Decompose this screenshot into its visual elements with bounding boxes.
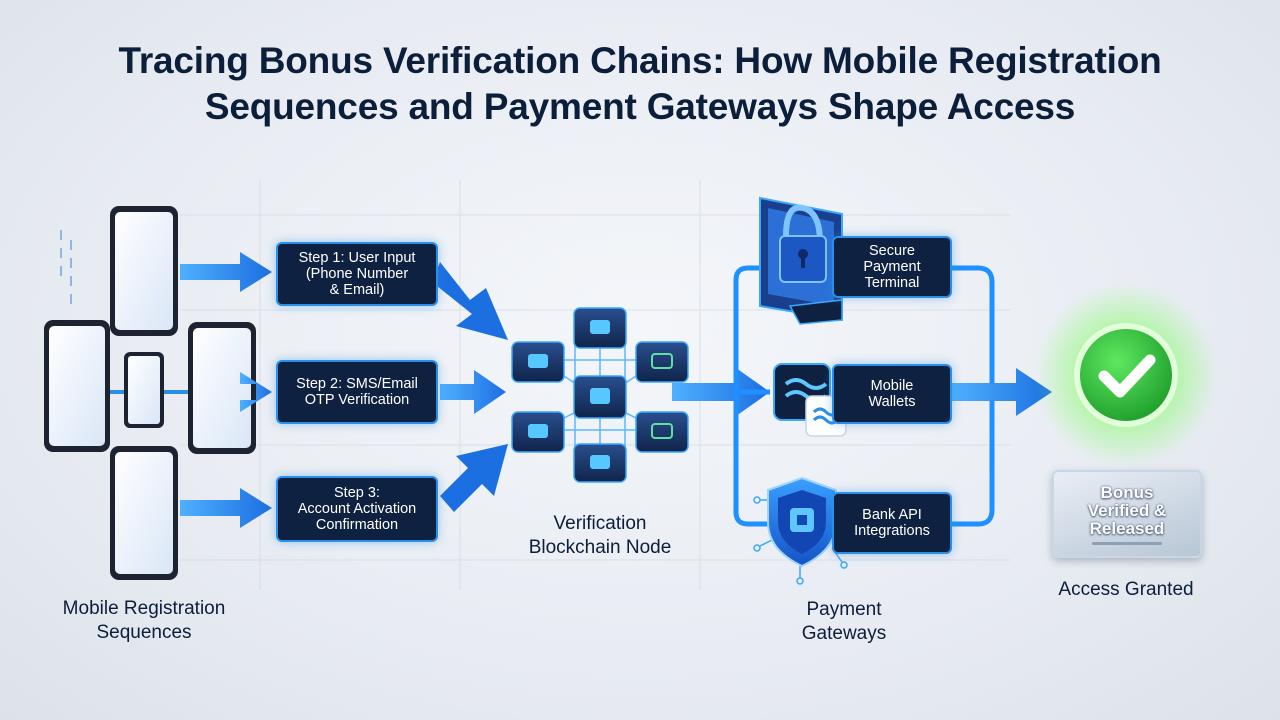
gateway-bank-api-box: Bank API Integrations xyxy=(832,492,952,554)
title-line-1: Tracing Bonus Verification Chains: How M… xyxy=(118,40,1162,81)
step-3-line-2: Account Activation xyxy=(297,501,417,517)
gateway-3-line-1: Bank API xyxy=(862,507,922,523)
step-2-line-2: OTP Verification xyxy=(304,392,410,408)
flow-arrow xyxy=(672,368,770,416)
step-3-line-1: Step 3: xyxy=(334,485,380,501)
caption-gateways-line-1: Payment xyxy=(806,599,882,620)
flow-arrow xyxy=(180,488,272,528)
page-title: Tracing Bonus Verification Chains: How M… xyxy=(0,38,1280,130)
blockchain-node-cluster xyxy=(511,307,689,483)
phone-icon xyxy=(110,446,178,580)
flow-arrow xyxy=(432,262,508,340)
caption-verification-node: Verification Blockchain Node xyxy=(490,512,710,560)
caption-access-text: Access Granted xyxy=(1058,579,1194,600)
step-1-line-2: (Phone Number xyxy=(305,266,409,282)
shield-chip-icon xyxy=(753,476,848,585)
gateway-1-line-2: Payment xyxy=(863,259,921,275)
step-1-box: Step 1: User Input (Phone Number & Email… xyxy=(276,242,438,306)
gateway-2-line-1: Mobile xyxy=(870,378,914,394)
caption-access-granted: Access Granted xyxy=(1036,578,1216,602)
bonus-line-1: Bonus xyxy=(1100,482,1154,502)
gateway-mobile-wallets-box: Mobile Wallets xyxy=(832,364,952,424)
gateway-1-line-3: Terminal xyxy=(864,275,920,291)
title-line-2: Sequences and Payment Gateways Shape Acc… xyxy=(204,86,1076,127)
bonus-fine-print xyxy=(1092,541,1162,545)
flow-arrow xyxy=(440,370,506,414)
phone-icon xyxy=(124,352,164,428)
phone-icon xyxy=(188,322,256,454)
caption-gateways-line-2: Gateways xyxy=(801,623,887,644)
step-2-line-1: Step 2: SMS/Email xyxy=(296,376,418,392)
flow-arrow xyxy=(180,252,272,292)
padlock-terminal-icon xyxy=(759,196,843,325)
bonus-line-2: Verified & xyxy=(1087,500,1167,520)
phone-icon xyxy=(110,206,178,336)
caption-mobile-line-2: Sequences xyxy=(96,622,192,643)
phone-icon xyxy=(44,320,110,452)
wallet-wave-icon xyxy=(773,363,847,437)
step-3-box: Step 3: Account Activation Confirmation xyxy=(276,476,438,542)
caption-payment-gateways: Payment Gateways xyxy=(764,598,924,646)
check-mark-icon xyxy=(1034,283,1218,467)
step-3-line-3: Confirmation xyxy=(315,517,399,533)
step-1-line-3: & Email) xyxy=(329,282,385,298)
gateway-1-line-1: Secure xyxy=(869,243,915,259)
dotted-decoration xyxy=(60,230,72,304)
gateway-2-line-2: Wallets xyxy=(868,394,916,410)
step-2-box: Step 2: SMS/Email OTP Verification xyxy=(276,360,438,424)
step-1-line-1: Step 1: User Input xyxy=(298,250,416,266)
caption-node-line-2: Blockchain Node xyxy=(528,537,672,558)
flow-arrow xyxy=(440,444,508,512)
flow-arrow xyxy=(952,368,1052,416)
caption-mobile-registration: Mobile Registration Sequences xyxy=(24,597,264,645)
bonus-released-card: Bonus Verified & Released xyxy=(1052,470,1202,558)
bonus-line-3: Released xyxy=(1089,518,1165,538)
gateway-secure-terminal-box: Secure Payment Terminal xyxy=(832,236,952,298)
caption-node-line-1: Verification xyxy=(553,513,647,534)
gateway-3-line-2: Integrations xyxy=(854,523,930,539)
flow-arrow xyxy=(240,372,272,412)
caption-mobile-line-1: Mobile Registration xyxy=(62,598,226,619)
